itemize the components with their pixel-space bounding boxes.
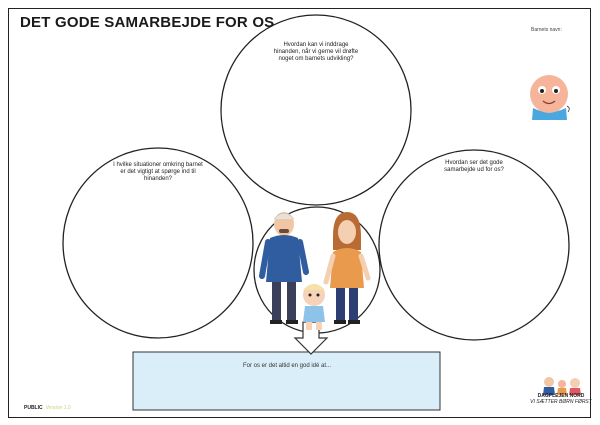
family-illustration <box>259 212 371 330</box>
brand-footer: DAGPLEJEN NORD VI SÆTTER BØRN FØRST <box>530 393 592 405</box>
question-top-circle: Hvordan kan vi inddrage hinanden, når vi… <box>273 42 359 62</box>
brand-name: DAGPLEJEN NORD <box>537 393 585 399</box>
question-right-circle: Hvordan ser det gode samarbejde ud for o… <box>444 160 504 173</box>
brand-tagline: VI SÆTTER BØRN FØRST <box>530 399 592 405</box>
family-logo-icon <box>543 377 581 395</box>
footer-public-label: PUBLIC <box>24 405 43 411</box>
question-left-circle: I hvilke situationer omkring barnet er d… <box>113 162 203 182</box>
baby-face-icon <box>530 75 570 120</box>
child-name-label: Barnets navn: <box>531 27 562 33</box>
circle-left[interactable] <box>62 147 254 339</box>
father-figure <box>259 212 309 324</box>
mother-figure <box>323 212 371 324</box>
bottom-answer-box[interactable] <box>132 351 441 411</box>
circle-top[interactable] <box>220 14 412 206</box>
child-figure <box>303 284 325 330</box>
page-title: DET GODE SAMARBEJDE FOR OS <box>20 14 275 31</box>
footer-version-label: Version 1.0 <box>45 405 71 411</box>
bottom-box-prompt: For os er det altid en god idé at... <box>242 363 332 369</box>
circle-right[interactable] <box>378 149 570 341</box>
